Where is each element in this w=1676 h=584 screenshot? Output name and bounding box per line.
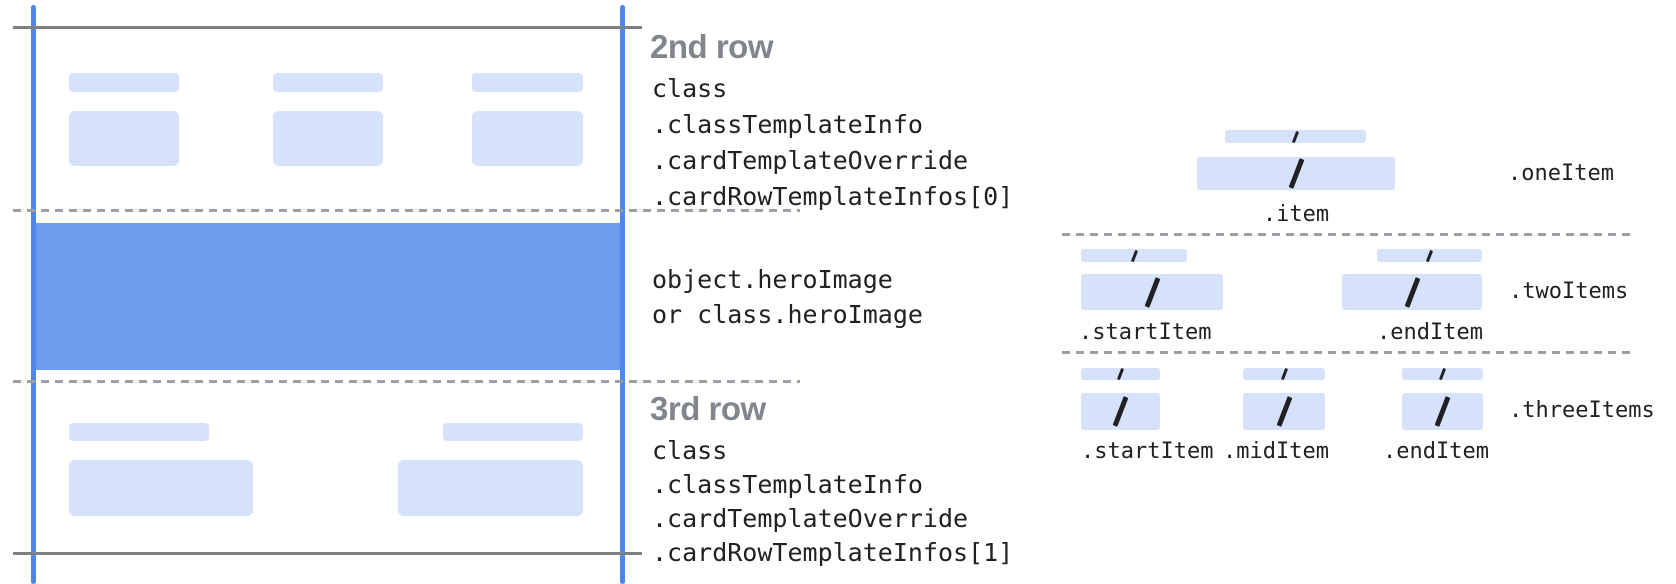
code-line: .classTemplateInfo: [652, 470, 923, 499]
slash-icon: [1288, 158, 1304, 189]
three-items-start-label: .startItem: [1081, 439, 1214, 464]
row2-item2-label-pill: [273, 73, 383, 92]
code-line: .cardRowTemplateInfos[0]: [652, 182, 1014, 211]
code-line: .cardTemplateOverride: [652, 146, 969, 175]
three-items-start-label-bar: [1081, 367, 1160, 381]
row2-item2-value-box: [273, 111, 383, 166]
row3-code-path: class .classTemplateInfo .cardTemplateOv…: [652, 434, 1013, 570]
row2-item1-label-pill: [69, 73, 179, 92]
three-items-mid-value-bar: [1243, 393, 1325, 430]
code-line: class: [652, 74, 728, 103]
code-line: object.heroImage: [652, 265, 893, 294]
row2-item1-value-box: [69, 111, 179, 166]
row3-start-label-pill: [69, 423, 209, 441]
row2-item3-label-pill: [472, 73, 583, 92]
code-line: or class.heroImage: [652, 300, 923, 329]
two-items-start-label-bar: [1081, 249, 1187, 262]
slash-icon: [1439, 367, 1446, 381]
row2-item3-value-box: [472, 111, 583, 166]
slash-icon: [1130, 249, 1138, 262]
code-line: .cardTemplateOverride: [652, 504, 969, 533]
row-divider-dashed-above-hero: [13, 209, 800, 212]
three-items-row-label: .threeItems: [1509, 398, 1655, 423]
card-left-boundary-line: [31, 5, 36, 584]
one-item-value-bar: [1197, 157, 1395, 190]
three-items-end-label: .endItem: [1383, 439, 1489, 464]
three-items-start-value-bar: [1081, 393, 1160, 430]
diagram-divider-dashed-1: [1062, 233, 1636, 236]
three-items-end-value-bar: [1402, 393, 1483, 430]
three-items-end-label-bar: [1402, 367, 1483, 381]
one-item-label-bar: [1225, 130, 1366, 143]
row3-start-value-box: [69, 460, 253, 516]
slash-icon: [1117, 367, 1124, 381]
row2-code-path: class .classTemplateInfo .cardTemplateOv…: [652, 71, 1013, 215]
three-items-mid-label: .midItem: [1223, 439, 1329, 464]
slash-icon: [1426, 249, 1433, 262]
two-items-row-label: .twoItems: [1509, 279, 1629, 304]
two-items-end-label-bar: [1377, 249, 1482, 262]
card-bottom-edge-line: [13, 552, 642, 555]
row3-title: 3rd row: [650, 390, 766, 427]
card-top-edge-line: [13, 26, 642, 29]
two-items-start-value-bar: [1081, 274, 1223, 310]
one-item-row-label: .oneItem: [1508, 161, 1614, 186]
slash-icon: [1112, 396, 1129, 427]
row2-title: 2nd row: [650, 28, 774, 65]
two-items-end-label: .endItem: [1377, 320, 1483, 345]
code-line: .classTemplateInfo: [652, 110, 923, 139]
row-divider-dashed-below-hero: [13, 380, 800, 383]
two-items-start-label: .startItem: [1079, 320, 1212, 345]
slash-icon: [1276, 396, 1292, 427]
two-items-end-value-bar: [1342, 274, 1482, 310]
slash-icon: [1144, 276, 1160, 308]
slash-icon: [1434, 396, 1451, 427]
row3-end-label-pill: [443, 423, 583, 441]
slash-icon: [1280, 367, 1288, 381]
card-right-boundary-line: [620, 5, 625, 584]
code-line: class: [652, 436, 728, 465]
hero-code-path: object.heroImage or class.heroImage: [652, 262, 923, 332]
hero-image-band: [36, 223, 620, 370]
three-items-mid-label-bar: [1243, 367, 1325, 381]
slash-icon: [1404, 276, 1420, 308]
row3-end-value-box: [398, 460, 583, 516]
code-line: .cardRowTemplateInfos[1]: [652, 538, 1014, 567]
one-item-sub-label: .item: [1262, 202, 1330, 227]
diagram-divider-dashed-2: [1062, 351, 1636, 354]
slash-icon: [1292, 130, 1299, 143]
